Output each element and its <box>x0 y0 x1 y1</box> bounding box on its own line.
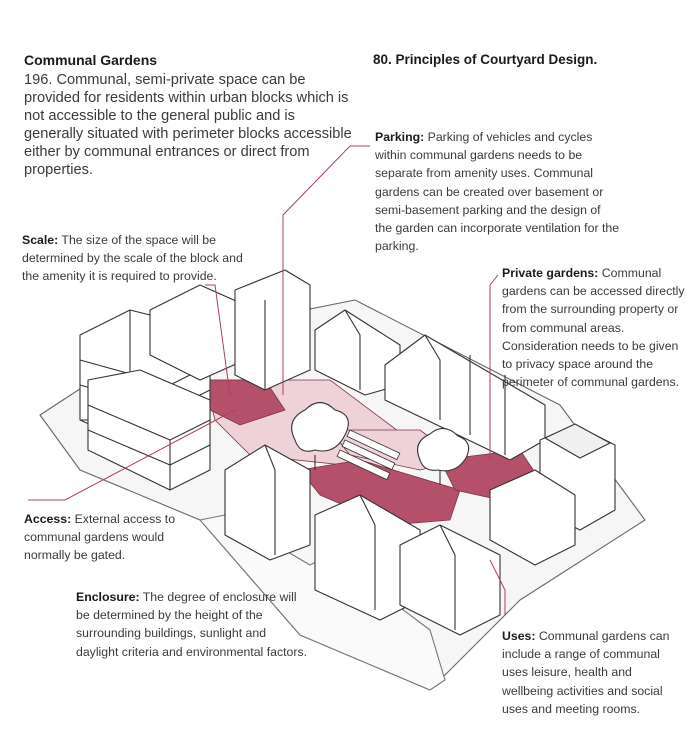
leader-parking <box>282 145 370 395</box>
leader-scale <box>205 284 231 396</box>
annotation-access: Access: External access to communal gard… <box>24 510 189 565</box>
annotation-label: Parking: <box>375 130 425 144</box>
annotation-private-gardens: Private gardens: Communal gardens can be… <box>502 264 688 391</box>
annotation-label: Uses: <box>502 629 536 643</box>
annotation-text: Communal gardens can include a range of … <box>502 629 670 716</box>
annotation-uses: Uses: Communal gardens can include a ran… <box>502 627 674 718</box>
section-body: 196. Communal, semi-private space can be… <box>24 72 352 178</box>
leader-uses <box>489 559 506 615</box>
leader-private <box>489 274 499 460</box>
annotation-scale: Scale: The size of the space will be det… <box>22 231 247 286</box>
building-right-low <box>489 469 576 566</box>
annotation-enclosure: Enclosure: The degree of enclosure will … <box>76 588 311 661</box>
annotation-parking: Parking: Parking of vehicles and cycles … <box>375 128 620 255</box>
figure-title: 80. Principles of Courtyard Design. <box>373 52 598 67</box>
annotation-text: Parking of vehicles and cycles within co… <box>375 130 620 254</box>
annotation-text: The degree of enclosure will be determin… <box>76 590 308 659</box>
leader-access <box>28 409 236 501</box>
raised-beds-icon <box>336 429 401 480</box>
tree-icon <box>291 401 349 470</box>
annotation-text: External access to communal gardens woul… <box>24 512 176 563</box>
tree-icon <box>417 427 470 485</box>
section-title: Communal Gardens <box>24 52 158 68</box>
annotation-text: The size of the space will be determined… <box>22 233 243 284</box>
annotation-label: Enclosure: <box>76 590 140 604</box>
annotation-label: Scale: <box>22 233 59 247</box>
annotation-label: Access: <box>24 512 72 526</box>
annotation-label: Private gardens: <box>502 266 599 280</box>
annotation-text: Communal gardens can be accessed directl… <box>502 266 685 390</box>
leader-lines <box>28 145 506 615</box>
